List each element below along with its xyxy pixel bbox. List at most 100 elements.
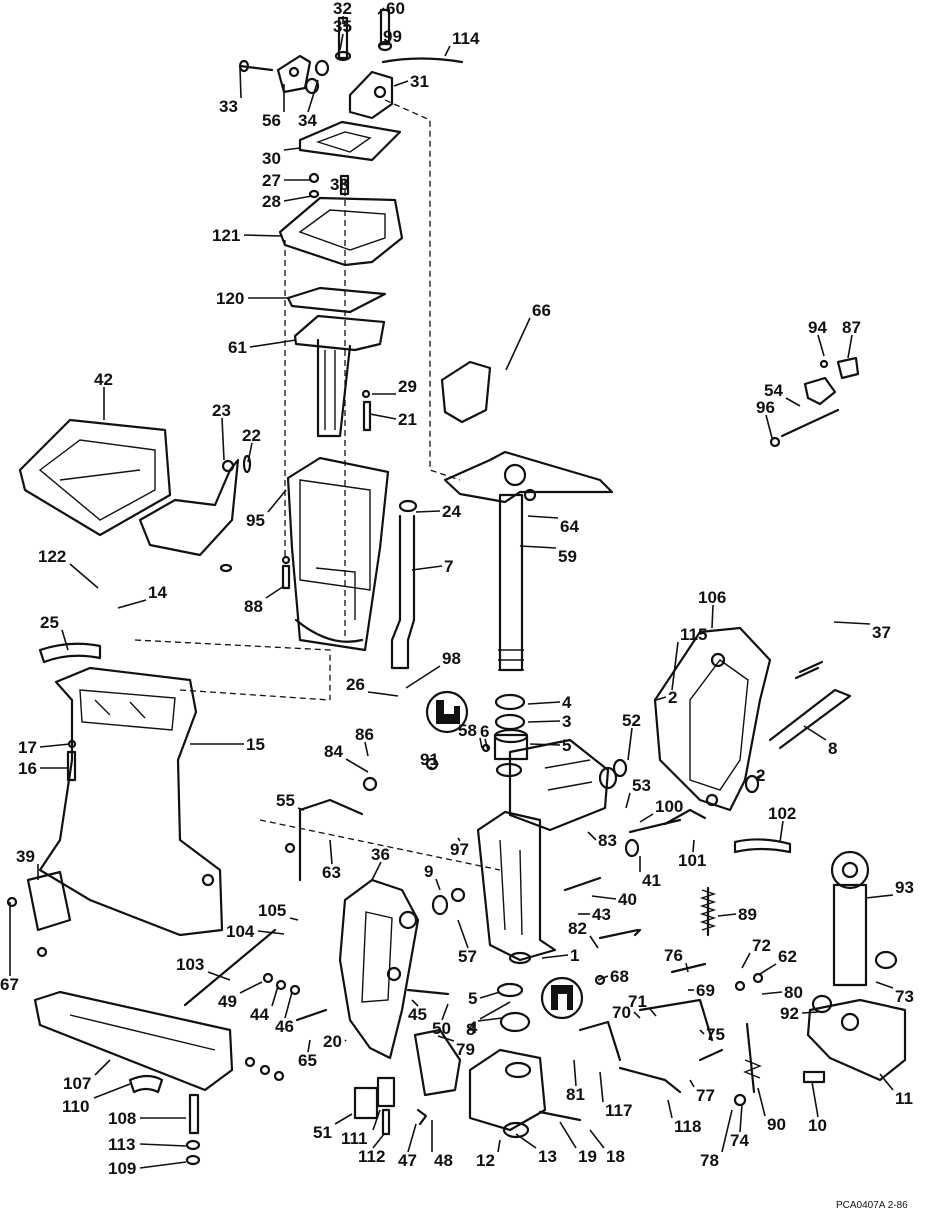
- callout-number: 10: [808, 1116, 827, 1135]
- assembly-lines: [134, 99, 501, 871]
- lower-bracket-parts: [353, 1028, 582, 1139]
- callout-number: 87: [842, 318, 861, 337]
- callout-number: 91: [420, 750, 439, 769]
- callout-number: 32: [333, 0, 352, 18]
- callout-number: 99: [383, 27, 402, 46]
- leader-line: [334, 1113, 353, 1125]
- leader-line: [865, 894, 894, 899]
- leader-line: [519, 545, 557, 549]
- callout-number: 48: [434, 1151, 453, 1170]
- callout-number: 1: [570, 946, 579, 965]
- leader-line: [757, 1087, 766, 1117]
- callout-number: 28: [262, 192, 281, 211]
- callout-number: 122: [38, 547, 66, 566]
- leader-line: [639, 813, 654, 823]
- callout-number: 8: [466, 1020, 475, 1039]
- leader-line: [479, 1001, 511, 1020]
- leader-line: [847, 334, 853, 359]
- leader-line: [207, 971, 231, 981]
- leader-line: [559, 1121, 577, 1149]
- callout-number: 44: [250, 1005, 269, 1024]
- leader-line: [633, 1011, 641, 1019]
- callout-number: 68: [610, 967, 629, 986]
- callout-number: 114: [452, 29, 480, 48]
- leader-line: [497, 1139, 501, 1153]
- callout-number: 38: [330, 175, 349, 194]
- callout-number: 49: [218, 992, 237, 1011]
- drawing-reference: PCA0407A 2-86: [836, 1200, 908, 1211]
- leader-line: [785, 397, 801, 407]
- callout-number: 100: [655, 797, 683, 816]
- leader-line: [811, 1081, 819, 1118]
- leader-line: [589, 1129, 605, 1149]
- callout-number: 41: [642, 871, 661, 890]
- leader-line: [371, 861, 382, 881]
- lower-unit-parts: [6, 642, 234, 1166]
- leader-line: [479, 737, 483, 749]
- cowl-panels: [18, 418, 252, 573]
- callout-number: 45: [408, 1005, 427, 1024]
- callout-number: 113: [108, 1135, 135, 1154]
- callout-number: 112: [358, 1147, 385, 1166]
- leader-line: [699, 1029, 705, 1035]
- callout-number: 12: [476, 1151, 495, 1170]
- callout-number: 107: [63, 1074, 91, 1093]
- leader-line: [527, 701, 561, 705]
- callout-number: 64: [560, 517, 579, 536]
- callout-number: 88: [244, 597, 263, 616]
- leader-line: [779, 820, 784, 843]
- callout-number: 47: [398, 1151, 417, 1170]
- leader-line: [765, 414, 773, 439]
- leader-line: [257, 930, 285, 935]
- callout-number: 42: [94, 370, 113, 389]
- callout-number: 16: [18, 759, 37, 778]
- callout-number: 79: [456, 1040, 475, 1059]
- leader-line: [739, 1103, 743, 1133]
- callout-number: 36: [371, 845, 390, 864]
- callout-number: 94: [808, 318, 827, 337]
- leader-line: [721, 1109, 733, 1153]
- leader-line: [139, 1143, 187, 1147]
- callout-number: 83: [598, 831, 617, 850]
- leader-line: [541, 954, 569, 959]
- callout-number: 30: [262, 149, 281, 168]
- callout-number: 4: [468, 1018, 478, 1037]
- callout-number: 23: [212, 401, 231, 420]
- callout-number: 70: [612, 1003, 631, 1022]
- leader-line: [271, 985, 279, 1007]
- callout-number: 39: [16, 847, 35, 866]
- leader-line: [484, 738, 489, 751]
- callout-number: 22: [242, 426, 261, 445]
- leader-line: [879, 1073, 894, 1091]
- leader-line: [379, 43, 382, 47]
- callout-number: 11: [895, 1089, 913, 1108]
- leader-line: [289, 917, 299, 921]
- callout-number: 60: [386, 0, 405, 18]
- callout-number: 19: [578, 1147, 597, 1166]
- callout-number: 66: [532, 301, 551, 320]
- callout-number: 104: [226, 922, 255, 941]
- callout-number: 69: [696, 981, 715, 1000]
- callout-number: 108: [108, 1109, 136, 1128]
- callout-number: 56: [262, 111, 281, 130]
- callout-number: 76: [664, 946, 683, 965]
- callout-number: 24: [442, 502, 461, 521]
- leader-line: [479, 991, 501, 999]
- callout-number: 101: [678, 851, 706, 870]
- leader-line: [345, 758, 369, 773]
- callout-number: 78: [700, 1151, 719, 1170]
- leader-line: [239, 67, 242, 99]
- leader-line: [93, 1083, 131, 1099]
- leader-line: [689, 1079, 695, 1088]
- swivel-bracket: [476, 738, 610, 1033]
- callout-number: 98: [442, 649, 461, 668]
- callout-number: 105: [258, 901, 286, 920]
- callout-number: 103: [176, 955, 204, 974]
- leader-line: [344, 1039, 347, 1042]
- callout-number: 71: [628, 992, 647, 1011]
- leader-line: [529, 743, 561, 746]
- callout-number: 93: [895, 878, 914, 897]
- callout-number: 20: [323, 1032, 342, 1051]
- leader-line: [284, 991, 293, 1019]
